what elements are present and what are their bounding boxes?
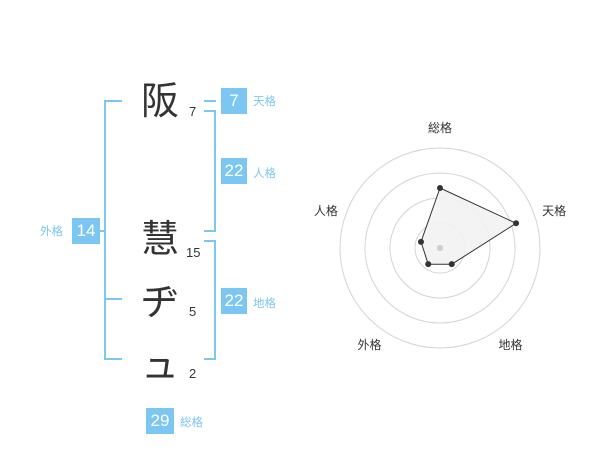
jinkaku-bracket-top [204,110,216,112]
chikaku-bracket-top [204,240,216,242]
tenkaku-label: 天格 [253,94,276,108]
radar-point-2 [513,220,520,227]
gaikaku-bracket-top [104,100,122,102]
name-char-1: 阪 [141,79,180,123]
tenkaku-value-box: 7 [221,88,247,114]
radar-point-5 [417,238,424,245]
stroke-count-1: 7 [189,104,197,119]
radar-ring-3 [364,172,516,324]
gaikaku-value-box: 14 [72,218,100,244]
radar-ring-4 [339,147,541,349]
soukaku-label: 総格 [180,415,203,429]
radar-axis-label-2: 天格 [542,203,566,218]
radar-point-3 [448,261,455,268]
radar-axis-label-5: 人格 [314,203,338,218]
chikaku-bracket-bottom [204,358,216,360]
jinkaku-bracket-vertical [214,110,216,232]
gaikaku-bracket-stub [99,230,105,232]
radar-axis-label-3: 地格 [499,337,523,352]
chikaku-value-box: 22 [221,288,247,314]
stroke-count-2: 15 [186,245,201,260]
radar-center-point [437,245,443,251]
name-char-4: ュ [141,343,180,387]
gaikaku-bracket-bottom [104,358,122,360]
chikaku-label: 地格 [253,296,276,310]
name-char-3: ヂ [141,280,180,324]
stroke-count-4: 2 [189,366,197,381]
jinkaku-label: 人格 [253,166,276,180]
gaikaku-bracket-vertical [104,100,106,360]
radar-point-4 [425,261,432,268]
radar-data-polygon [420,187,518,265]
tenkaku-bracket [204,100,216,102]
jinkaku-bracket-bottom [204,230,216,232]
name-char-2: 慧 [141,217,180,261]
jinkaku-value-box: 22 [221,158,247,184]
gaikaku-label: 外格 [40,224,63,238]
radar-point-1 [437,185,443,191]
chikaku-bracket-vertical [214,240,216,360]
gaikaku-bracket-mid [104,298,122,300]
radar-axis-label-4: 外格 [357,337,381,352]
radar-axis-label-1: 総格 [428,120,452,135]
soukaku-value-box: 29 [146,408,174,434]
stroke-count-3: 5 [189,304,197,319]
